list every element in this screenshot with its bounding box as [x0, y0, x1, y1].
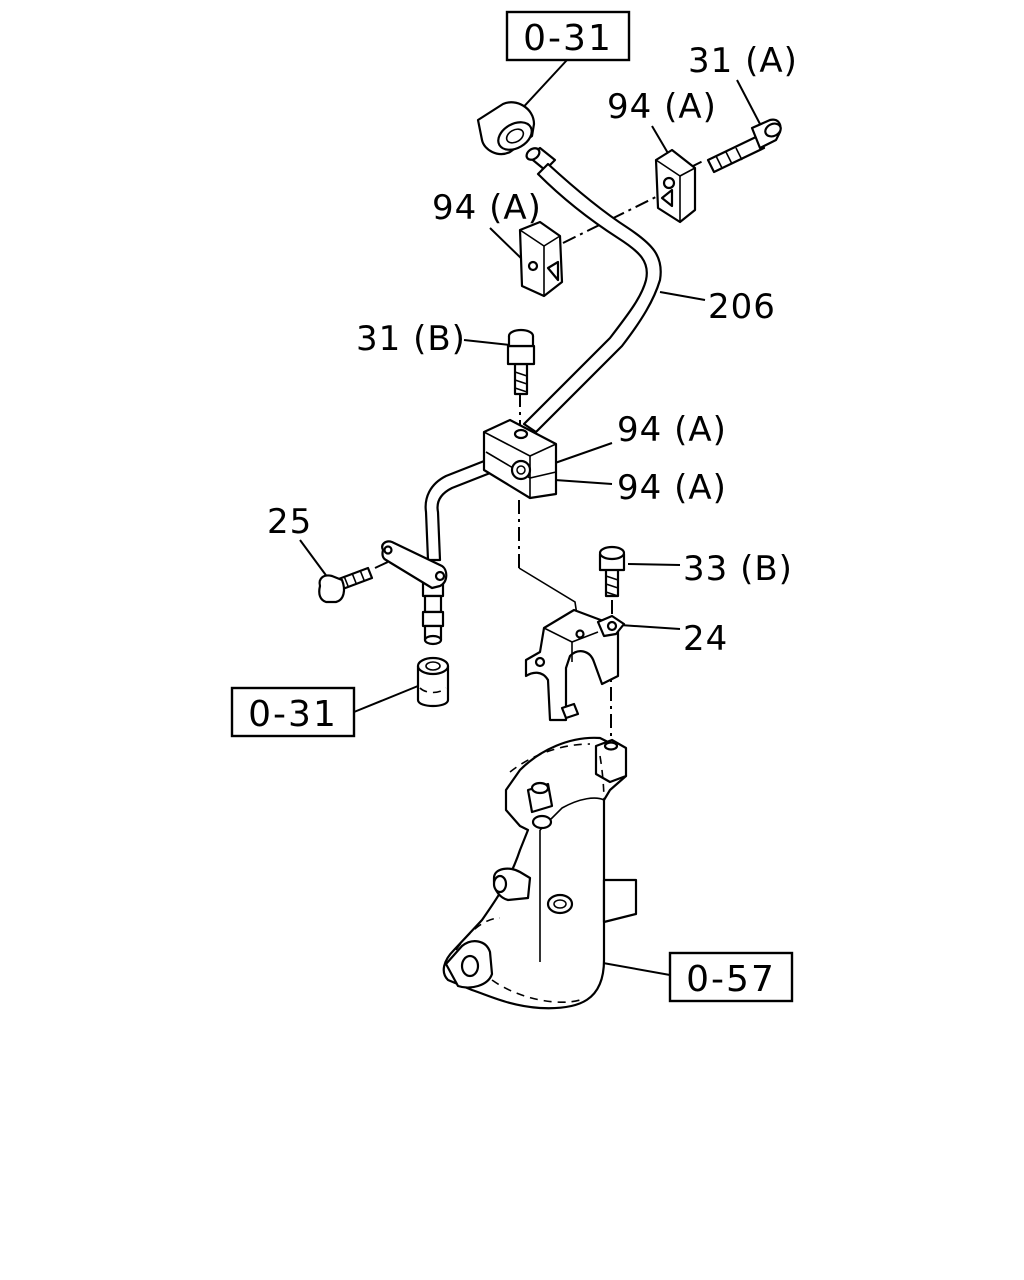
label-94a-r1: 94 (A) — [617, 410, 727, 450]
label-31a: 31 (A) — [688, 41, 798, 81]
label-31b: 31 (B) — [356, 319, 466, 359]
label-94a-mid: 94 (A) — [432, 188, 542, 228]
ref-box-left[interactable]: 0-31 — [230, 686, 356, 738]
clamp-94a-double[interactable] — [482, 418, 558, 500]
ref-label-left: 0-31 — [248, 694, 338, 735]
label-24: 24 — [683, 619, 728, 659]
hose-sleeve-bottom[interactable] — [416, 656, 450, 708]
label-33b: 33 (B) — [683, 549, 793, 589]
hose-sleeve-top[interactable] — [476, 101, 537, 156]
bolt-31a[interactable] — [706, 118, 783, 174]
label-206: 206 — [708, 287, 776, 327]
pipe-206[interactable] — [421, 146, 662, 646]
ref-label-bottom: 0-57 — [686, 959, 776, 1000]
bolt-31b[interactable] — [506, 328, 536, 396]
ref-label-top: 0-31 — [523, 18, 613, 59]
label-94a-r2: 94 (A) — [617, 468, 727, 508]
ref-box-top[interactable]: 0-31 — [505, 10, 631, 62]
clamp-94a-top-right[interactable] — [654, 148, 697, 224]
bolt-25[interactable] — [318, 566, 374, 604]
ref-box-bottom[interactable]: 0-57 — [668, 951, 794, 1003]
pipe-bracket-tab[interactable] — [381, 540, 448, 590]
label-25: 25 — [267, 502, 312, 542]
label-94a-top: 94 (A) — [607, 87, 717, 127]
bolt-33b[interactable] — [598, 545, 626, 598]
water-outlet-housing[interactable] — [442, 736, 638, 1010]
bracket-24[interactable] — [524, 608, 626, 722]
clamp-94a-mid[interactable] — [518, 220, 564, 298]
